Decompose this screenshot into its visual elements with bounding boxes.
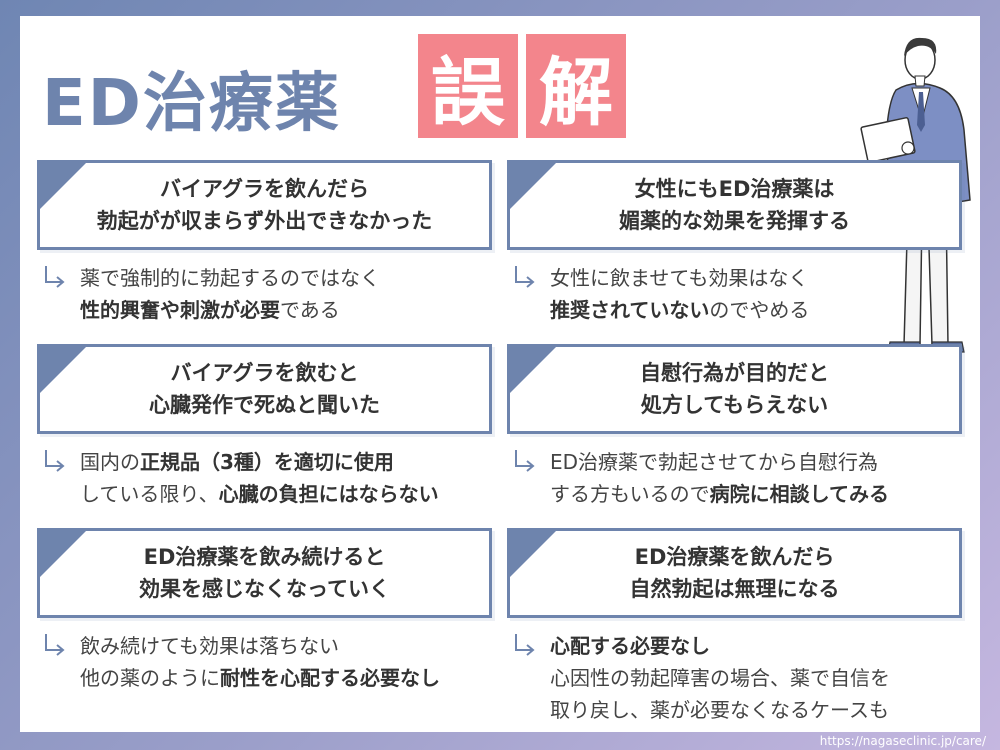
answer-line: 飲み続けても効果は落ちない xyxy=(40,630,510,662)
return-arrow-icon xyxy=(45,634,65,656)
answer-run: 心因性の勃起障害の場合、薬で自信を xyxy=(550,666,890,690)
answer-line: している限り、心臓の負担にはならない xyxy=(40,478,510,510)
answer-line: 心配する必要なし xyxy=(510,630,980,662)
answer-text: 飲み続けても効果は落ちない他の薬のように耐性を心配する必要なし xyxy=(40,630,510,694)
answer-line: 他の薬のように耐性を心配する必要なし xyxy=(40,662,510,694)
answer-text: 薬で強制的に勃起するのではなく性的興奮や刺激が必要である xyxy=(40,262,510,326)
answer-emphasis: 心配する必要なし xyxy=(550,634,710,658)
answer-run: 取り戻し、薬が必要なくなるケースも xyxy=(550,698,889,722)
return-arrow-icon xyxy=(45,266,65,288)
title-highlight-box: 解 xyxy=(526,34,626,138)
page-title: ED治療薬 xyxy=(42,67,341,141)
myth-text: 処方してもらえない xyxy=(640,393,829,417)
answer-line: 心因性の勃起障害の場合、薬で自信を xyxy=(510,662,980,694)
answer-emphasis: 心臓の負担にはならない xyxy=(218,482,439,506)
answer-run: 女性に飲ませても効果はなく xyxy=(550,266,809,290)
myth-text: 心臓発作で死ぬと聞いた xyxy=(149,393,380,417)
myth-text: 自慰行為が目的だと xyxy=(640,361,829,385)
return-arrow-icon xyxy=(515,266,535,288)
answer-text: 心配する必要なし心因性の勃起障害の場合、薬で自信を取り戻し、薬が必要なくなるケー… xyxy=(510,630,980,726)
myth-text: 効果を感じなくなっていく xyxy=(139,577,390,601)
myth-text: 自然勃起は無理になる xyxy=(629,577,840,601)
answer-run: 飲み続けても効果は落ちない xyxy=(80,634,339,658)
myth-text: ED治療薬を飲み続けると xyxy=(143,545,386,569)
myth-card: バイアグラを飲んだら 勃起がが収まらず外出できなかった xyxy=(37,160,492,250)
answer-text: 女性に飲ませても効果はなく推奨されていないのでやめる xyxy=(510,262,980,326)
answer-run: である xyxy=(280,298,340,322)
myth-card: 女性にもED治療薬は 媚薬的な効果を発揮する xyxy=(507,160,962,250)
myth-text: ED治療薬を飲んだら xyxy=(634,545,835,569)
myth-card: バイアグラを飲むと 心臓発作で死ぬと聞いた xyxy=(37,344,492,434)
return-arrow-icon xyxy=(45,450,65,472)
answer-run: 他の薬のように xyxy=(80,666,220,690)
myth-text: 勃起がが収まらず外出できなかった xyxy=(96,209,433,233)
answer-run: 国内の xyxy=(80,450,140,474)
answer-line: ED治療薬で勃起させてから自慰行為 xyxy=(510,446,980,478)
answer-line: する方もいるので病院に相談してみる xyxy=(510,478,980,510)
answer-run: のでやめる xyxy=(709,298,810,322)
title-highlight-box: 誤 xyxy=(418,34,518,138)
myth-card: ED治療薬を飲み続けると 効果を感じなくなっていく xyxy=(37,528,492,618)
answer-emphasis: 推奨されていない xyxy=(550,298,710,322)
answer-line: 国内の正規品（3種）を適切に使用 xyxy=(40,446,510,478)
answer-text: ED治療薬で勃起させてから自慰行為する方もいるので病院に相談してみる xyxy=(510,446,980,510)
answer-emphasis: 耐性を心配する必要なし xyxy=(220,666,440,690)
answer-run: ED治療薬で勃起させてから自慰行為 xyxy=(550,450,879,474)
answer-emphasis: 正規品（3種）を適切に使用 xyxy=(140,450,394,474)
return-arrow-icon xyxy=(515,450,535,472)
answer-run: している限り、 xyxy=(80,482,219,506)
answer-text: 国内の正規品（3種）を適切に使用している限り、心臓の負担にはならない xyxy=(40,446,510,510)
myth-card: 自慰行為が目的だと 処方してもらえない xyxy=(507,344,962,434)
source-url: https://nagaseclinic.jp/care/ xyxy=(819,734,986,748)
answer-run: 薬で強制的に勃起するのではなく xyxy=(80,266,380,290)
answer-line: 薬で強制的に勃起するのではなく xyxy=(40,262,510,294)
myth-text: 媚薬的な効果を発揮する xyxy=(619,209,850,233)
myth-text: バイアグラを飲むと xyxy=(170,361,359,385)
answer-emphasis: 性的興奮や刺激が必要 xyxy=(80,298,280,322)
myth-text: バイアグラを飲んだら xyxy=(160,177,369,201)
myth-text: 女性にもED治療薬は xyxy=(634,177,835,201)
answer-run: する方もいるので xyxy=(550,482,710,506)
answer-line: 性的興奮や刺激が必要である xyxy=(40,294,510,326)
answer-line: 取り戻し、薬が必要なくなるケースも xyxy=(510,694,980,726)
myth-card: ED治療薬を飲んだら 自然勃起は無理になる xyxy=(507,528,962,618)
answer-line: 推奨されていないのでやめる xyxy=(510,294,980,326)
answer-line: 女性に飲ませても効果はなく xyxy=(510,262,980,294)
answer-emphasis: 病院に相談してみる xyxy=(709,482,890,506)
return-arrow-icon xyxy=(515,634,535,656)
